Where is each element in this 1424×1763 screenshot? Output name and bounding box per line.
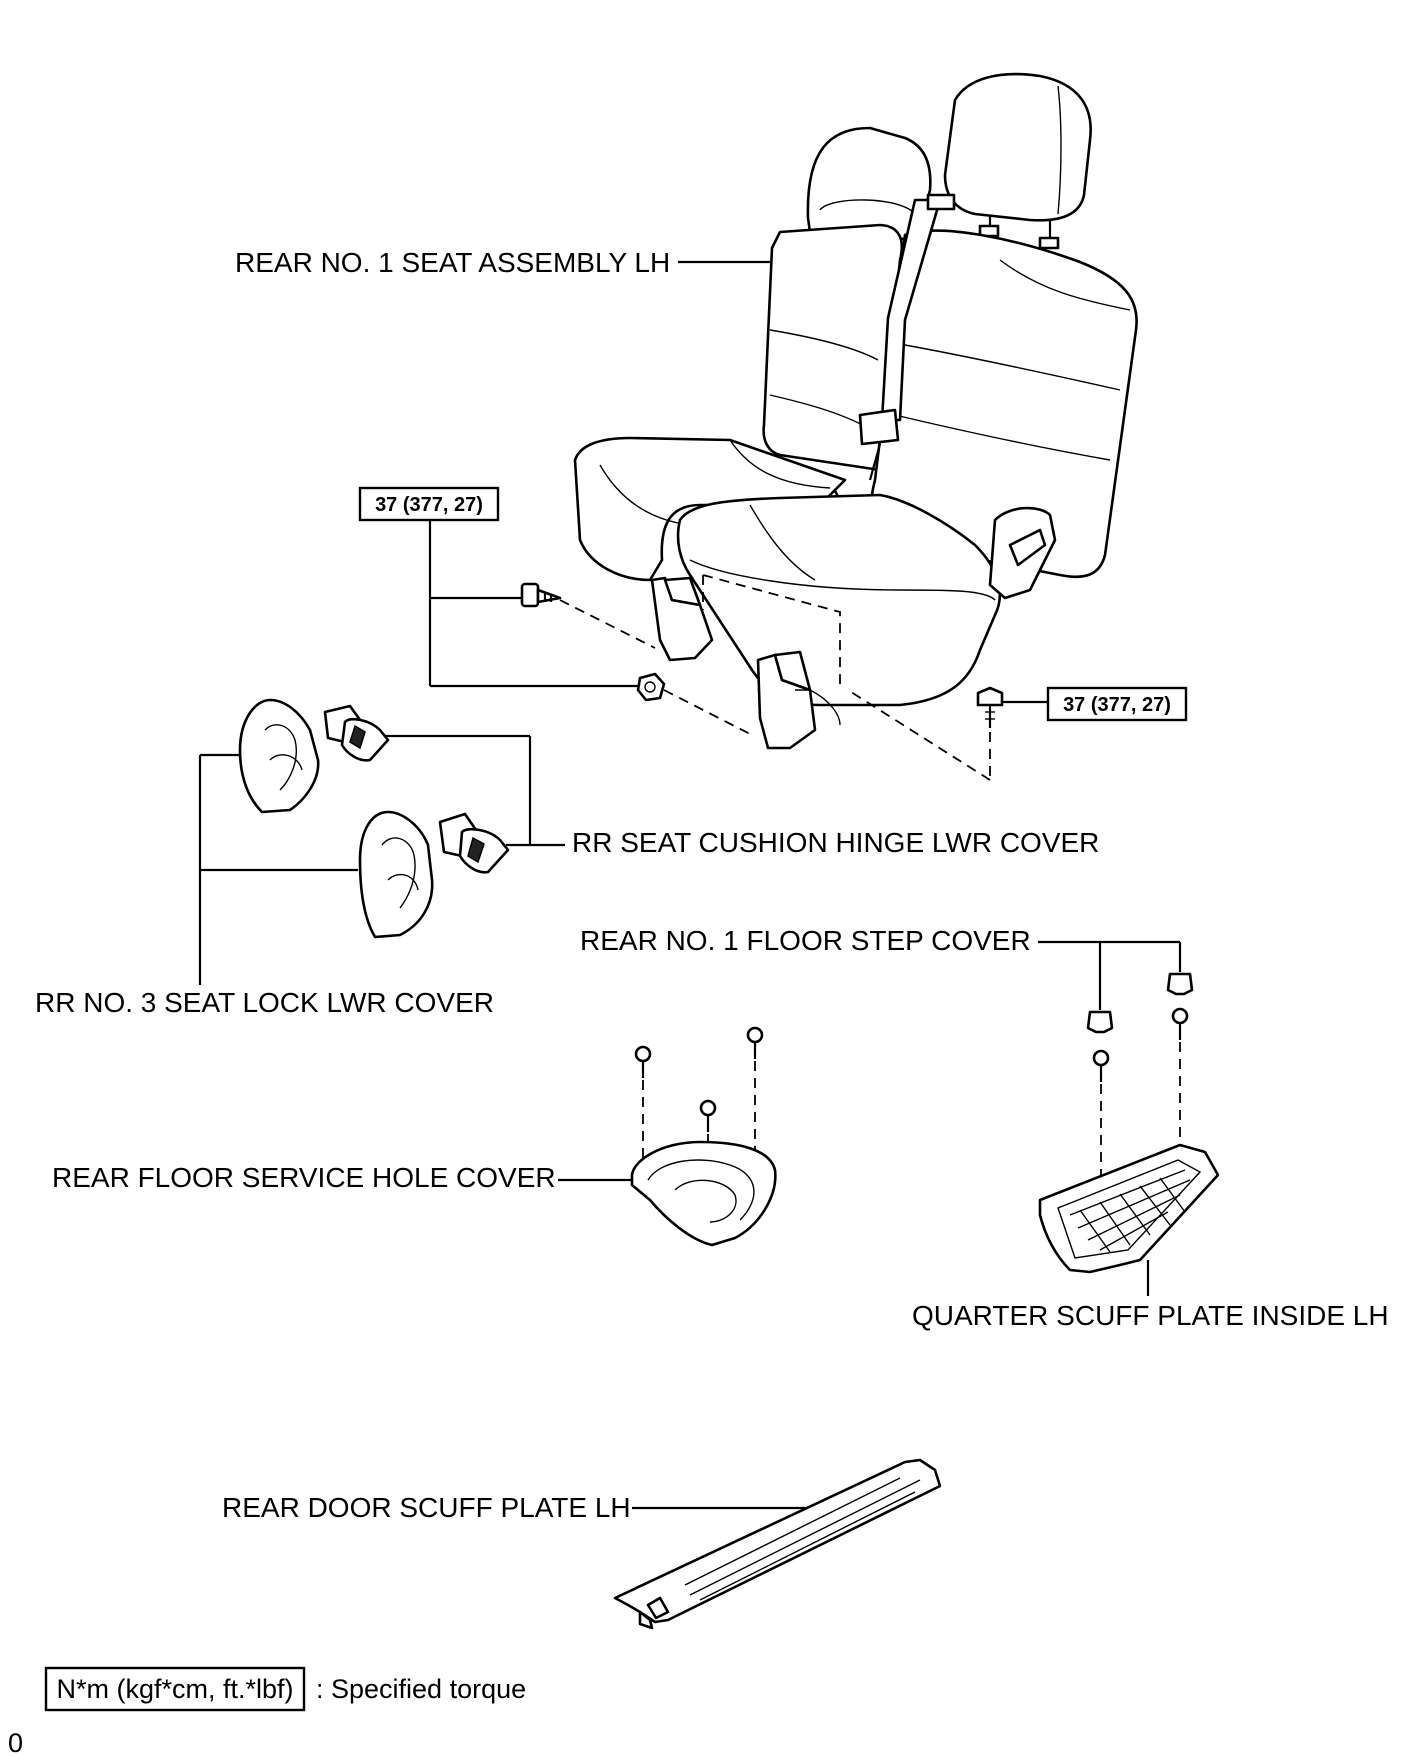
quarter-scuff-plate-drawing	[1038, 1143, 1220, 1296]
label-door-scuff: REAR DOOR SCUFF PLATE LH	[222, 1492, 631, 1523]
screw-icon	[634, 1045, 652, 1078]
seat-mounting-bolts	[428, 519, 1048, 781]
label-hinge-cover: RR SEAT CUSHION HINGE LWR COVER	[572, 827, 1099, 858]
legend-box-text: N*m (kgf*cm, ft.*lbf)	[56, 1674, 293, 1704]
label-floor-step-cover: REAR NO. 1 FLOOR STEP COVER	[580, 925, 1031, 956]
seat-lock-covers-drawing	[198, 698, 565, 985]
rear-seat-assembly-drawing	[573, 72, 1138, 750]
legend-description: : Specified torque	[316, 1674, 526, 1704]
bolt-icon	[976, 686, 1004, 728]
rear-door-scuff-plate-drawing	[613, 1458, 942, 1630]
torque-legend: N*m (kgf*cm, ft.*lbf) : Specified torque	[44, 1666, 526, 1712]
torque-left-text: 37 (377, 27)	[375, 494, 483, 516]
torque-spec-left: 37 (377, 27)	[358, 486, 500, 522]
screw-icon	[699, 1099, 717, 1132]
bolt-icon	[520, 582, 562, 608]
torque-right-text: 37 (377, 27)	[1063, 694, 1171, 716]
service-hole-cover-drawing	[558, 1026, 777, 1247]
label-service-hole-cover: REAR FLOOR SERVICE HOLE COVER	[52, 1162, 556, 1193]
nut-icon	[636, 672, 666, 702]
screw-icon	[1092, 1049, 1110, 1082]
label-seat-lock-cover: RR NO. 3 SEAT LOCK LWR COVER	[35, 987, 494, 1018]
torque-spec-right: 37 (377, 27)	[1046, 686, 1188, 722]
screw-icon	[746, 1026, 764, 1059]
footer-code: 0	[8, 1728, 23, 1758]
label-quarter-scuff: QUARTER SCUFF PLATE INSIDE LH	[912, 1300, 1389, 1331]
label-seat-assembly: REAR NO. 1 SEAT ASSEMBLY LH	[235, 247, 670, 278]
screw-icon	[1171, 1007, 1189, 1040]
